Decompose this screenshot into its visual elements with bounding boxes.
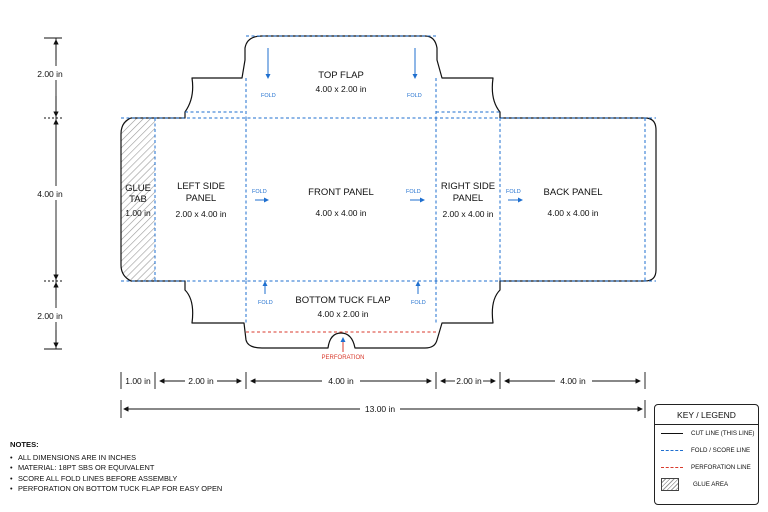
legend-item-cut: CUT LINE (THIS LINE) [655, 425, 758, 442]
horizontal-dimension [120, 372, 646, 389]
fold-label: FOLD [252, 189, 267, 195]
back-panel-title: BACK PANEL [544, 187, 603, 198]
dim-right-side-width: 2.00 in [456, 376, 482, 386]
dim-back-width: 4.00 in [560, 376, 586, 386]
cut-line-swatch [661, 433, 683, 434]
legend-label: CUT LINE (THIS LINE) [691, 430, 755, 437]
notes-list: ALL DIMENSIONS ARE IN INCHES MATERIAL: 1… [10, 453, 222, 495]
back-panel-dims: 4.00 x 4.00 in [547, 208, 598, 218]
fold-lines [121, 35, 656, 323]
legend-label: GLUE AREA [693, 481, 729, 488]
top-flap-dims: 4.00 x 2.00 in [315, 84, 366, 94]
legend-label: PERFORATION LINE [691, 464, 751, 471]
fold-label: FOLD [411, 300, 426, 306]
dim-bottom-flap-height: 2.00 in [37, 311, 63, 321]
dim-total-width: 13.00 in [365, 404, 396, 414]
dim-left-side-width: 2.00 in [188, 376, 214, 386]
notes-heading: NOTES: [10, 440, 39, 449]
note-item: PERFORATION ON BOTTOM TUCK FLAP FOR EASY… [18, 484, 222, 495]
dim-glue-tab-width: 1.00 in [125, 376, 151, 386]
dim-panel-height: 4.00 in [37, 189, 63, 199]
note-item: SCORE ALL FOLD LINES BEFORE ASSEMBLY [18, 474, 222, 485]
note-item: MATERIAL: 18PT SBS OR EQUIVALENT [18, 463, 222, 474]
legend-item-perforation: PERFORATION LINE [655, 459, 758, 476]
bottom-tuck-title: BOTTOM TUCK FLAP [295, 295, 390, 306]
fold-arrows [255, 48, 523, 294]
glue-area-swatch [661, 478, 679, 491]
legend-box: KEY / LEGEND CUT LINE (THIS LINE) FOLD /… [654, 404, 759, 505]
right-side-title: RIGHT SIDE [441, 181, 495, 192]
right-side-title: PANEL [453, 193, 483, 204]
bottom-tuck-dims: 4.00 x 2.00 in [317, 309, 368, 319]
fold-label: FOLD [506, 189, 521, 195]
note-item: ALL DIMENSIONS ARE IN INCHES [18, 453, 222, 464]
dim-top-flap-height: 2.00 in [37, 69, 63, 79]
left-side-title: PANEL [186, 193, 216, 204]
legend-item-glue: GLUE AREA [655, 476, 758, 493]
fold-label: FOLD [406, 189, 421, 195]
fold-label: FOLD [407, 93, 422, 99]
fold-line-swatch [661, 450, 683, 451]
top-flap-title: TOP FLAP [318, 70, 364, 81]
glue-tab-title: GLUE [125, 183, 151, 194]
legend-label: FOLD / SCORE LINE [691, 447, 751, 454]
legend-divider [655, 424, 758, 425]
left-side-title: LEFT SIDE [177, 181, 225, 192]
legend-item-fold: FOLD / SCORE LINE [655, 442, 758, 459]
legend-title: KEY / LEGEND [677, 410, 736, 420]
glue-tab-title: TAB [129, 194, 147, 205]
glue-tab-dims: 1.00 in [125, 208, 151, 218]
dim-front-width: 4.00 in [328, 376, 354, 386]
right-side-dims: 2.00 x 4.00 in [442, 209, 493, 219]
front-panel-title: FRONT PANEL [308, 187, 374, 198]
glue-area [121, 118, 155, 281]
fold-label: FOLD [258, 300, 273, 306]
notes-block: NOTES: ALL DIMENSIONS ARE IN INCHES MATE… [10, 440, 222, 495]
front-panel-dims: 4.00 x 4.00 in [315, 208, 366, 218]
perforation-label: PERFORATION [322, 355, 365, 361]
total-width-dimension [120, 400, 646, 418]
left-side-dims: 2.00 x 4.00 in [175, 209, 226, 219]
perforation-line-swatch [661, 467, 683, 468]
fold-label: FOLD [261, 93, 276, 99]
